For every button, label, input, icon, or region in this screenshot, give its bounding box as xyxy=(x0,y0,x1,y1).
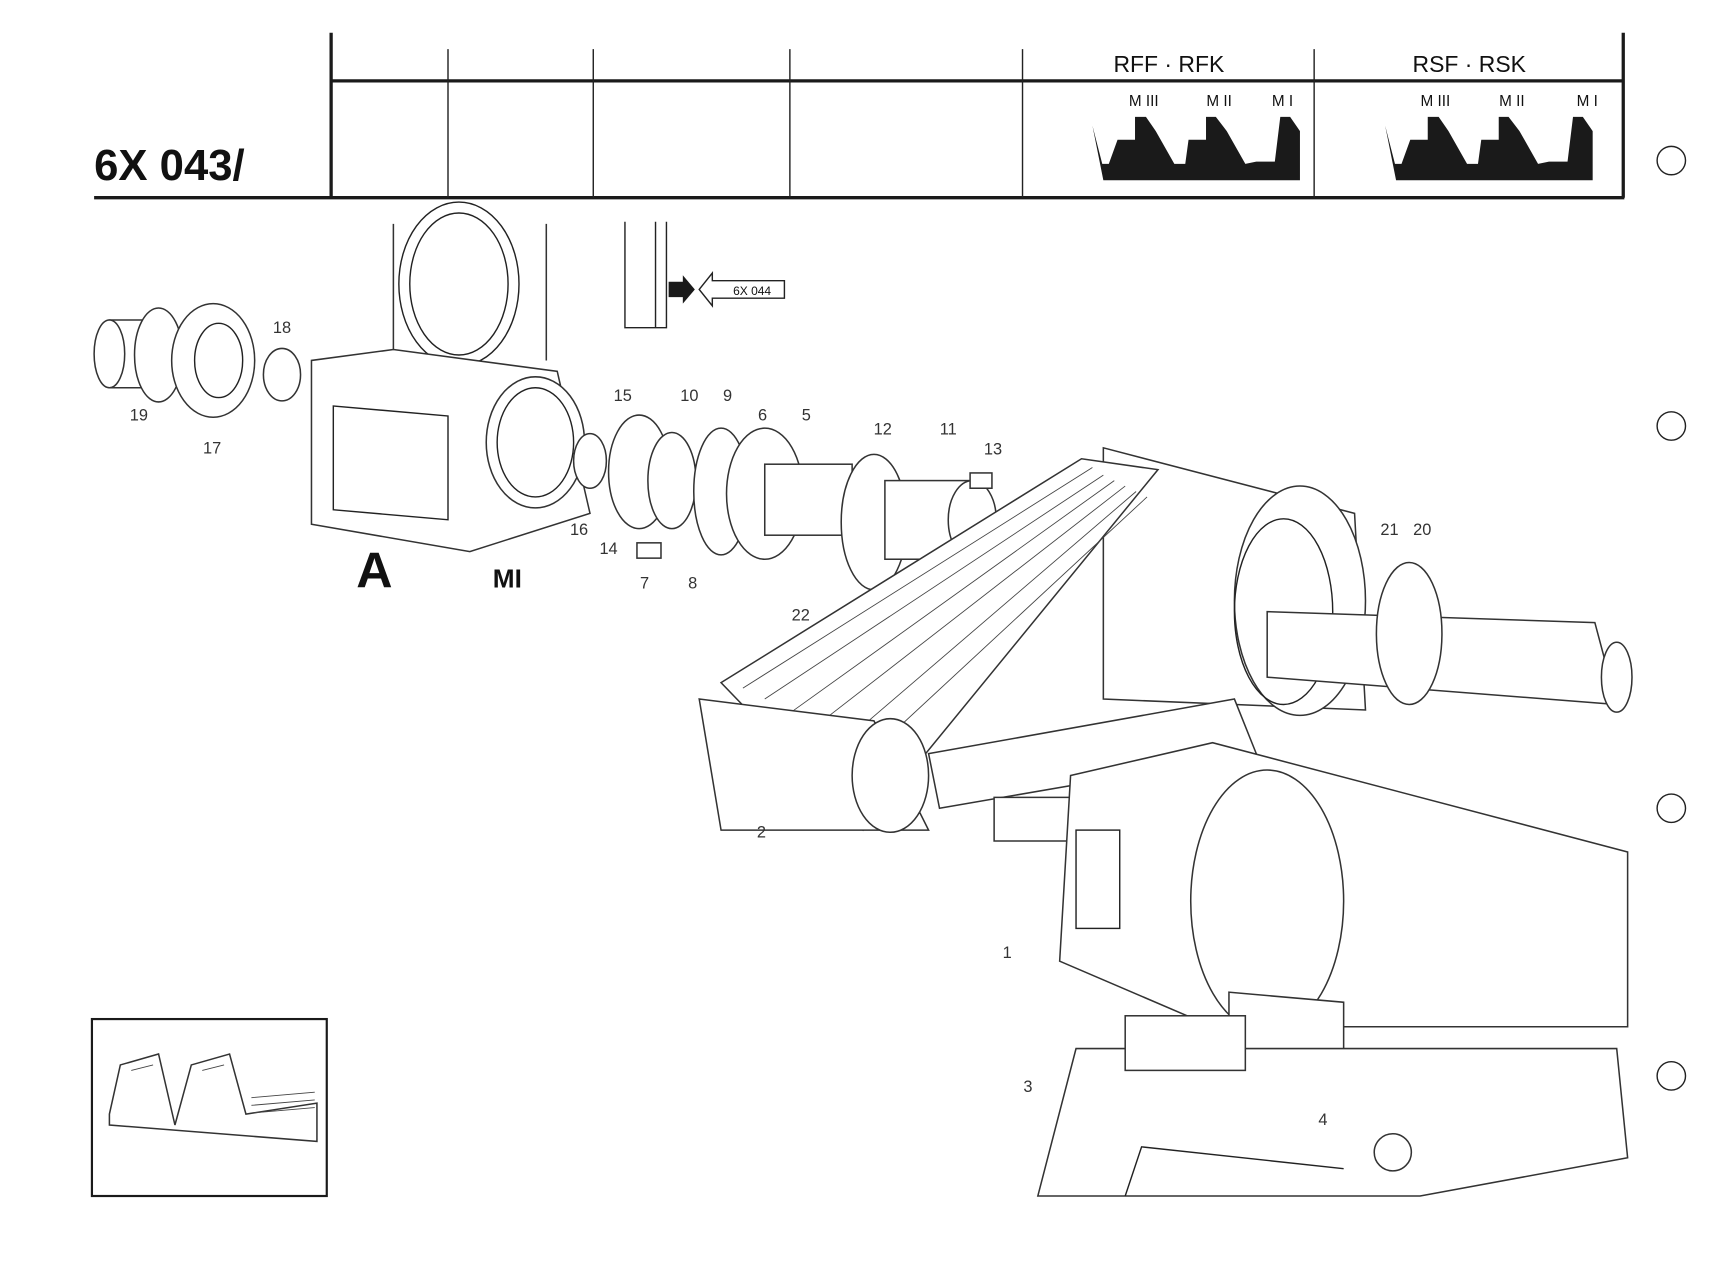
group2-model-2: M II xyxy=(1499,93,1524,110)
callout-2: 2 xyxy=(757,824,766,842)
callout-13: 13 xyxy=(984,440,1002,458)
callout-8: 8 xyxy=(688,575,697,593)
group1-model-1: M I xyxy=(1272,93,1293,110)
callout-20: 20 xyxy=(1413,521,1431,539)
header-table xyxy=(94,32,1625,200)
callout-17: 17 xyxy=(203,439,221,457)
binder-holes xyxy=(1656,145,1687,1091)
profile-rff-rfk xyxy=(1033,116,1300,181)
callout-5: 5 xyxy=(802,407,811,425)
callout-15: 15 xyxy=(614,387,632,405)
callout-9: 9 xyxy=(723,387,732,405)
callout-11: 11 xyxy=(940,421,957,439)
coupling-parts xyxy=(572,414,998,591)
page-title: 6X 043/ xyxy=(94,141,245,190)
callout-22: 22 xyxy=(792,606,810,624)
view-label: A xyxy=(356,543,392,599)
callout-18: 18 xyxy=(273,319,291,337)
gearbox-housing xyxy=(310,201,668,553)
reference-arrow: 6X 044 xyxy=(668,271,786,308)
callout-6: 6 xyxy=(758,407,767,425)
belt-drive xyxy=(698,446,1633,834)
group2-title: RSF · RSK xyxy=(1413,51,1527,77)
reference-label: 6X 044 xyxy=(733,284,771,298)
group1-model-2: M II xyxy=(1206,93,1231,110)
callout-4: 4 xyxy=(1318,1111,1327,1129)
group2-model-3: M III xyxy=(1421,93,1451,110)
callout-12: 12 xyxy=(874,421,892,439)
callout-3: 3 xyxy=(1023,1078,1032,1096)
profile-rsf-rsk xyxy=(1326,116,1593,181)
callout-14: 14 xyxy=(599,540,617,558)
callout-19: 19 xyxy=(130,407,148,425)
motor xyxy=(993,741,1629,1197)
group2-model-1: M I xyxy=(1577,93,1598,110)
callout-10: 10 xyxy=(680,387,698,405)
left-parts xyxy=(93,302,302,419)
callout-1: 1 xyxy=(1003,944,1012,962)
inset-detail xyxy=(90,1017,328,1198)
callout-7: 7 xyxy=(640,575,649,593)
callout-16: 16 xyxy=(570,521,588,539)
group1-model-3: M III xyxy=(1129,93,1159,110)
view-model: MI xyxy=(493,564,522,594)
group1-title: RFF · RFK xyxy=(1113,51,1224,77)
callout-21: 21 xyxy=(1380,521,1398,539)
